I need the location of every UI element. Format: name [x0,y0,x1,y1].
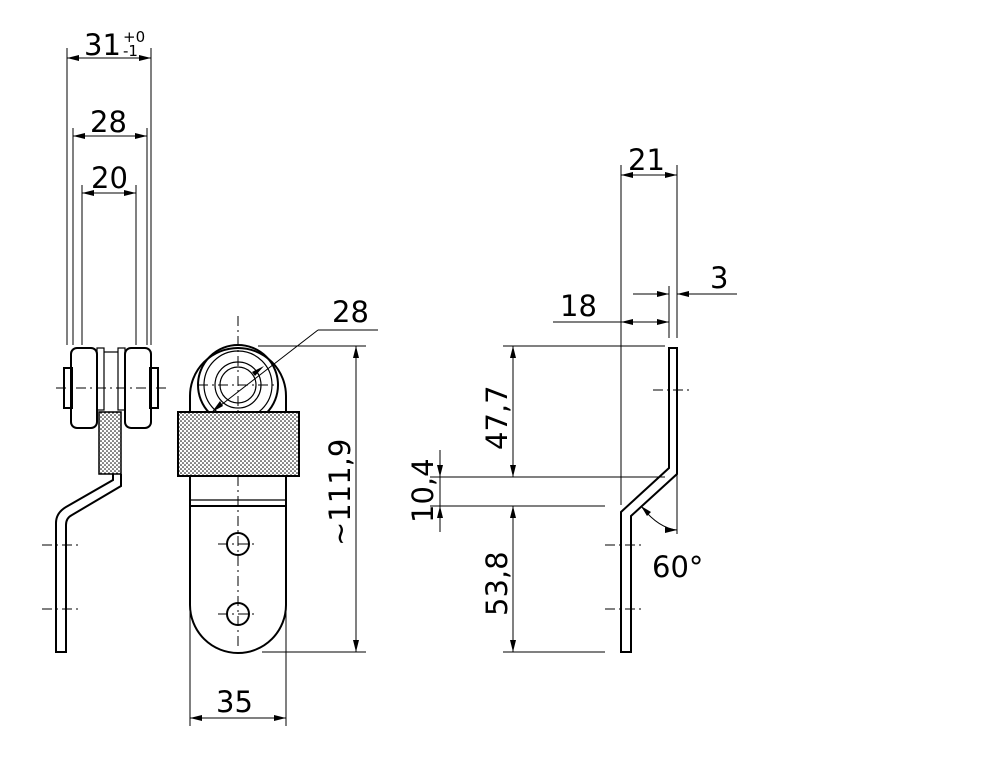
side-wheels [56,347,166,429]
dim-wheel-diameter: 28 [211,295,378,413]
side-bracket [42,474,122,653]
dim-wheel-diameter-label: 28 [332,295,369,329]
dim-plate-width-label: 35 [216,685,253,719]
dim-lower-length: 53,8 [480,506,516,652]
dim-thickness-label: 3 [710,261,728,295]
dim-side-width-total-label: 31 [84,28,121,62]
dim-side-width-total: 31 +0 -1 [67,28,151,62]
dim-side-tol-lower: -1 [123,42,138,60]
dim-thickness: 3 [633,261,737,338]
dim-side-width-inner-label: 20 [91,161,128,195]
dim-overall-height-label: ~111,9 [323,439,357,546]
dim-side-width-mid-label: 28 [90,105,127,139]
dim-top-width-label: 21 [628,143,665,177]
side-grip [98,411,122,475]
dim-offset-height-label: 10,4 [406,458,440,523]
dim-side-width-inner: 20 [82,161,136,196]
dim-lower-length-label: 53,8 [480,551,514,616]
front-view: 28 ~111,9 35 [177,295,378,726]
profile-view: 21 3 18 47,7 [406,143,737,653]
dim-upper-length-label: 47,7 [480,385,514,450]
side-view: 31 +0 -1 28 20 [42,28,166,653]
dim-bend-angle-label: 60° [652,550,703,584]
profile-bracket [605,347,693,653]
dim-top-width: 21 [620,143,678,505]
front-grip [177,411,300,477]
dim-plate-width: 35 [189,612,287,726]
dim-side-width-mid: 28 [73,105,147,139]
dim-inner-offset-label: 18 [560,289,597,323]
dim-offset-height: 10,4 [406,450,443,532]
dim-upper-length: 47,7 [480,346,516,477]
front-plate [189,476,287,654]
dim-overall-height: ~111,9 [258,345,366,653]
dim-side-tol-upper: +0 [123,28,145,46]
dim-inner-offset: 18 [553,289,669,325]
dim-bend-angle: 60° [640,474,703,584]
